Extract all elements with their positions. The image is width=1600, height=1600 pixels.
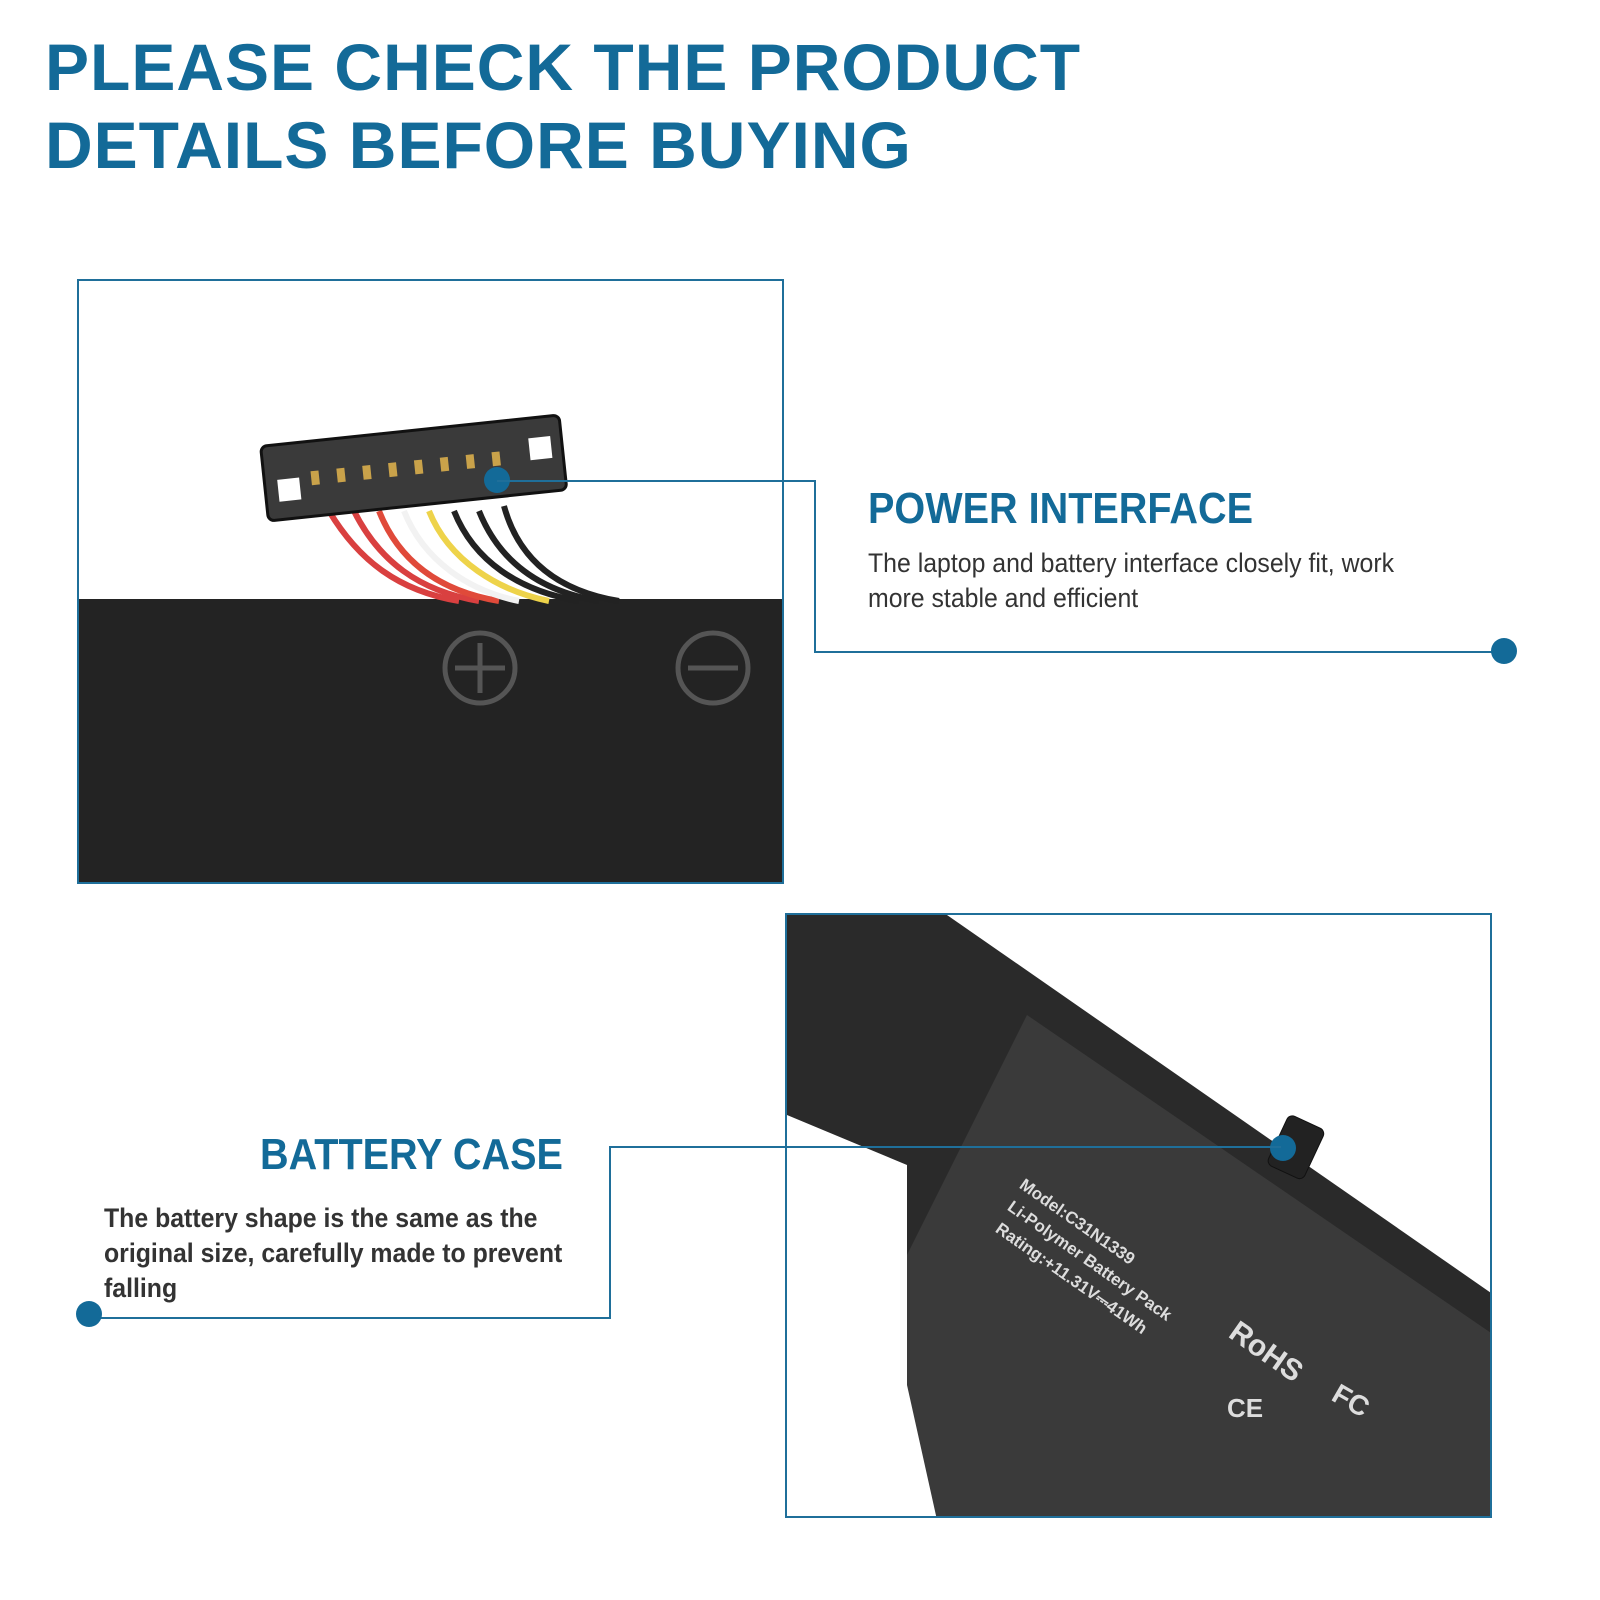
power-interface-photo <box>77 279 784 884</box>
callout-dot-end <box>1491 638 1517 664</box>
title-line-1: PLEASE CHECK THE PRODUCT <box>45 30 1082 104</box>
callout-dot-case <box>1270 1135 1296 1161</box>
plus-icon <box>442 630 518 706</box>
power-interface-heading: POWER INTERFACE <box>868 484 1254 533</box>
connector-illustration <box>79 414 782 882</box>
power-interface-text: The laptop and battery interface closely… <box>868 548 1395 613</box>
callout-line <box>609 1146 611 1319</box>
connector-plug-icon <box>259 414 568 522</box>
page-title: PLEASE CHECK THE PRODUCT DETAILS BEFORE … <box>45 28 1081 184</box>
battery-illustration <box>787 915 1490 1516</box>
battery-case-heading: BATTERY CASE <box>260 1130 563 1179</box>
callout-line <box>497 480 815 482</box>
wires <box>326 505 620 604</box>
callout-line <box>814 480 816 652</box>
title-line-2: DETAILS BEFORE BUYING <box>45 108 912 182</box>
minus-icon <box>675 630 751 706</box>
callout-line <box>814 651 1504 653</box>
battery-case-text: The battery shape is the same as the ori… <box>104 1203 563 1303</box>
ce-mark: CE <box>1227 1393 1264 1423</box>
callout-line <box>90 1317 611 1319</box>
callout-dot-end <box>76 1301 102 1327</box>
battery-case-photo: Model:C31N1339 Li-Polymer Battery Pack R… <box>785 913 1492 1518</box>
callout-line <box>611 1146 1281 1148</box>
